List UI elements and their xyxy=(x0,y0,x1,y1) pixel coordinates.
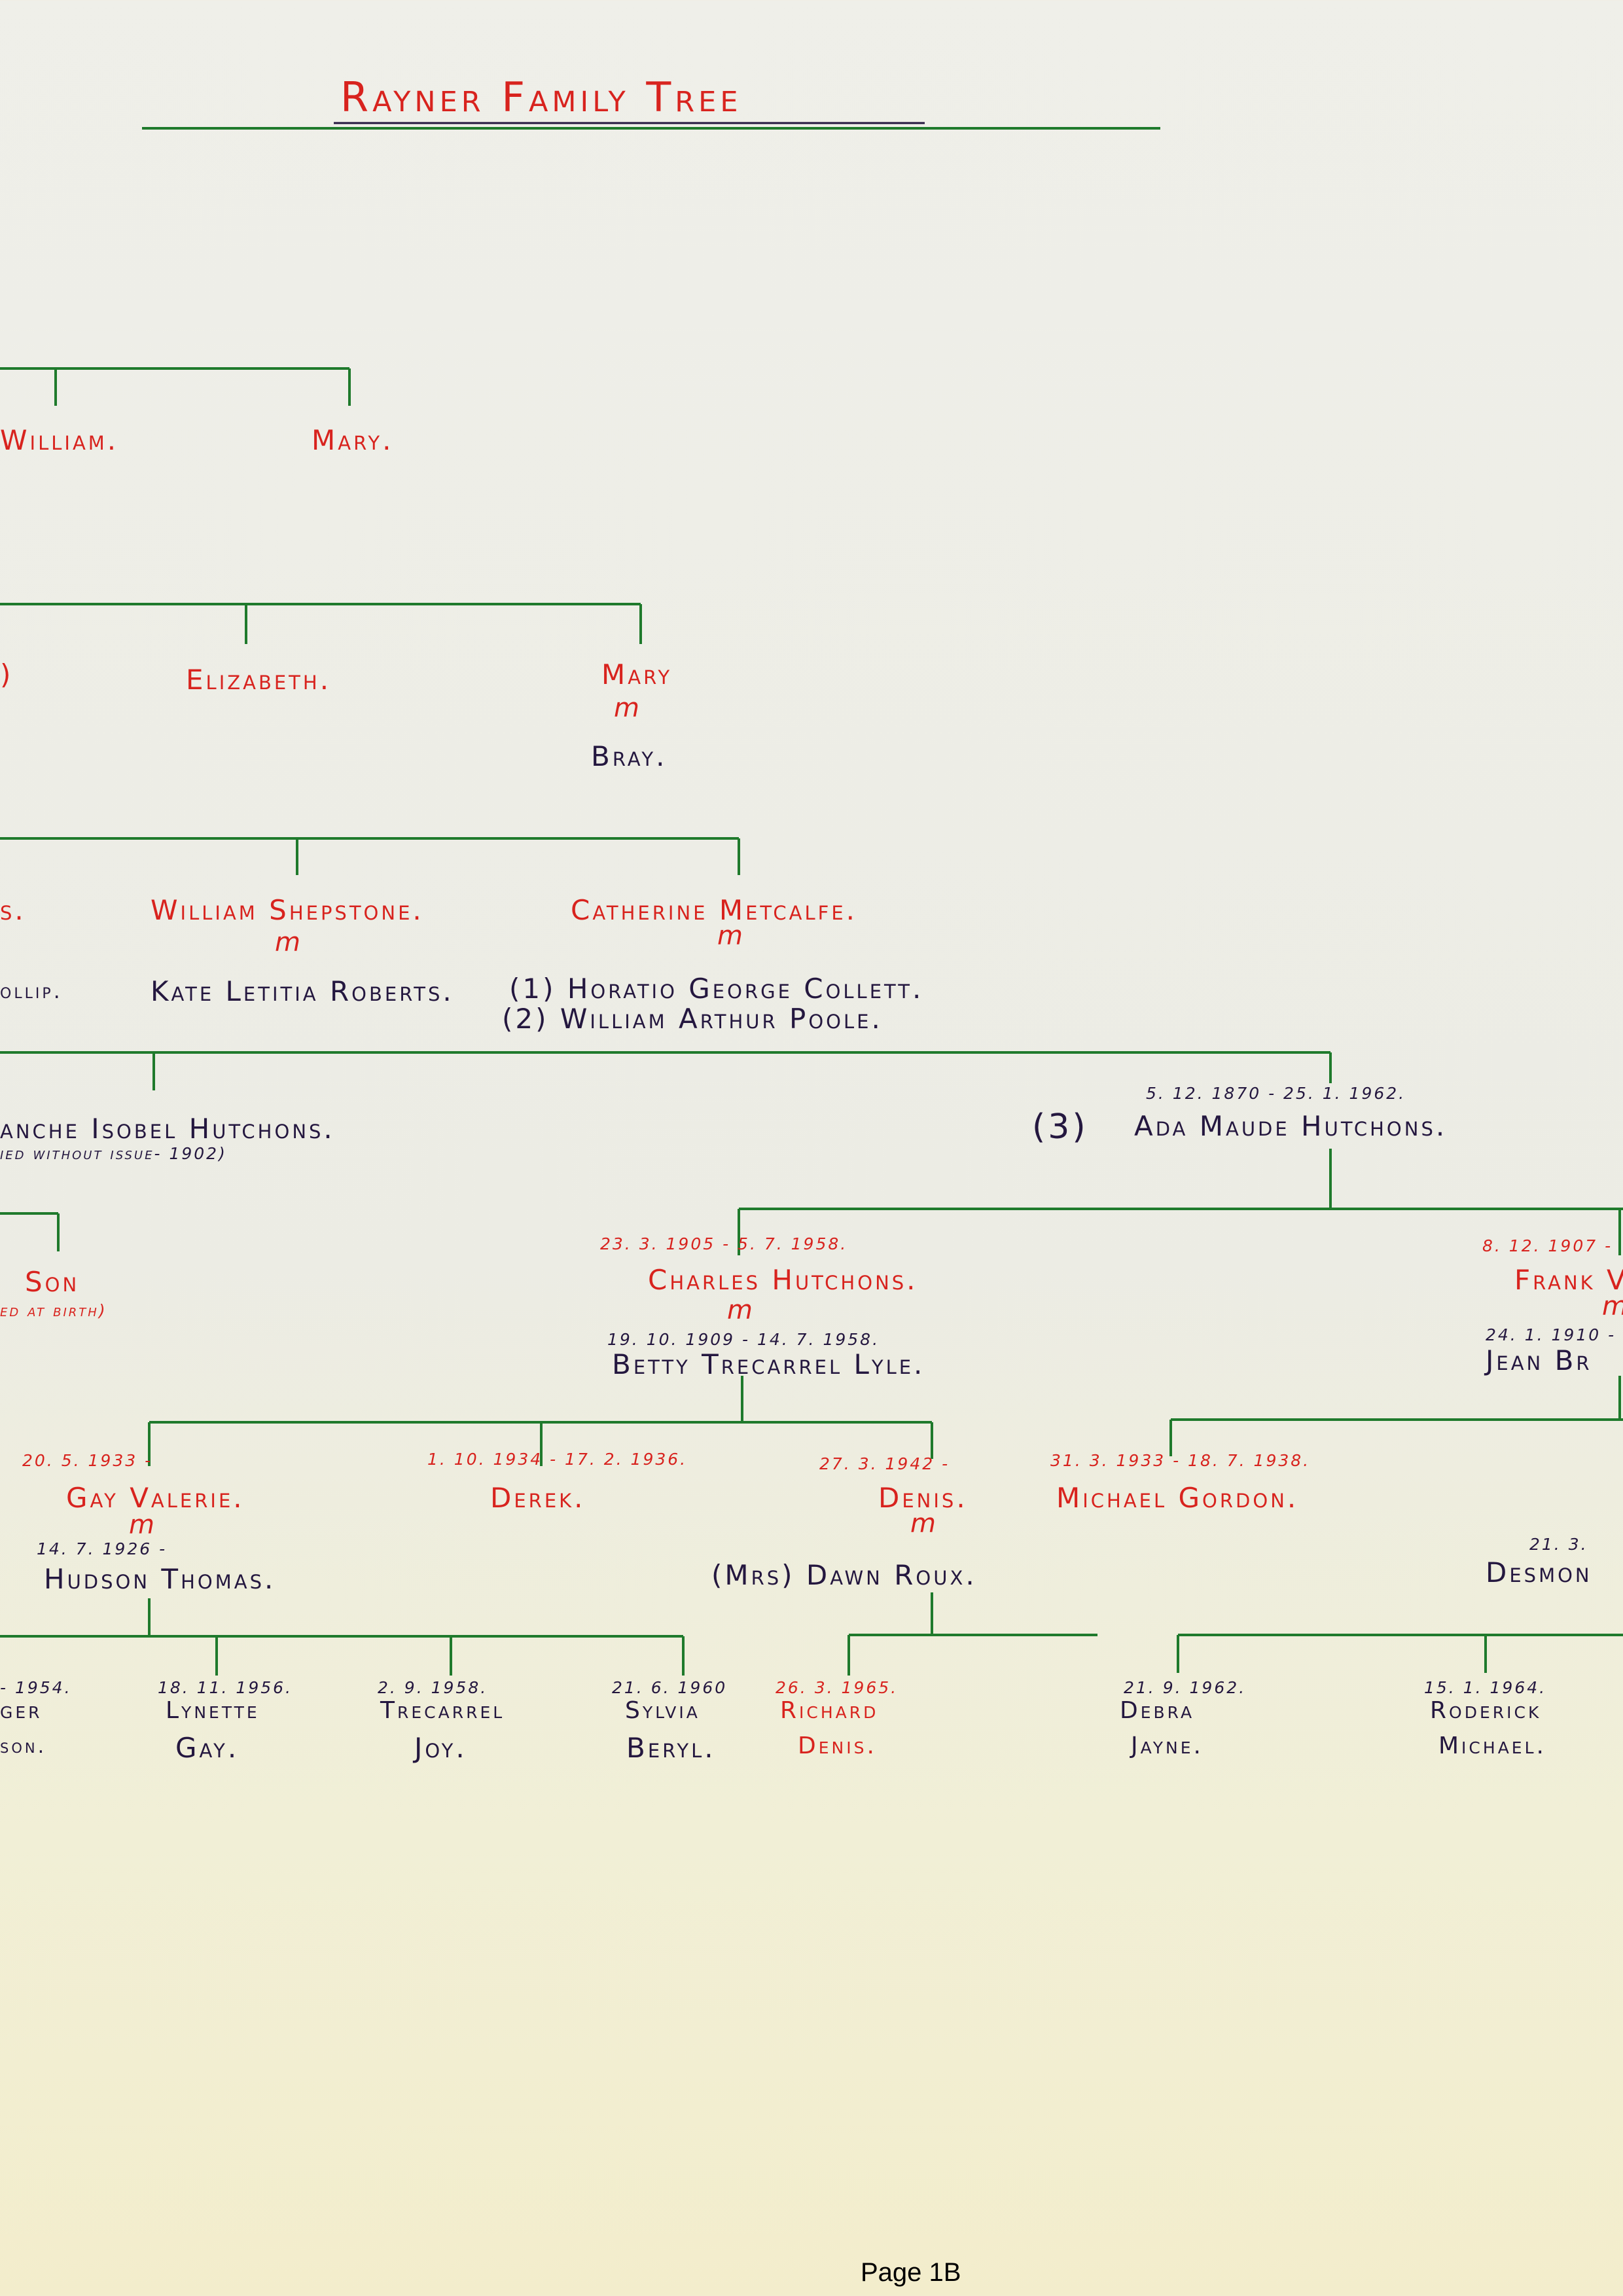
person-debra: Debra xyxy=(1120,1697,1195,1724)
person-roderick: Roderick xyxy=(1430,1697,1542,1724)
person-note: ed at birth) xyxy=(0,1301,107,1320)
person-name-line2: son. xyxy=(0,1735,47,1758)
person-horatio-george-collett: (1) Horatio George Collett. xyxy=(509,973,924,1005)
person-trecarrel: Trecarrel xyxy=(380,1697,505,1724)
person-elizabeth: Elizabeth. xyxy=(186,664,332,696)
life-dates: 20. 5. 1933 - xyxy=(22,1451,153,1470)
life-dates: 24. 1. 1910 - xyxy=(1486,1325,1616,1344)
marriage-number: (3) xyxy=(1032,1107,1088,1147)
page-title: Rayner Family Tree xyxy=(340,73,742,121)
person-blanche-isobel-hutchons: anche Isobel Hutchons. xyxy=(0,1113,335,1145)
life-dates: 19. 10. 1909 - 14. 7. 1958. xyxy=(607,1330,880,1349)
life-dates: 21. 6. 1960 xyxy=(612,1678,728,1697)
life-dates: 15. 1. 1964. xyxy=(1424,1678,1547,1697)
person-betty-trecarrel-lyle: Betty Trecarrel Lyle. xyxy=(612,1348,925,1380)
cut-text: ) xyxy=(0,658,14,691)
person-jean: Jean Br xyxy=(1486,1344,1592,1376)
person-frank: Frank V xyxy=(1514,1264,1623,1296)
person-hudson-thomas: Hudson Thomas. xyxy=(44,1563,276,1595)
life-dates: 14. 7. 1926 - xyxy=(37,1539,168,1558)
person-kate-letitia-roberts: Kate Letitia Roberts. xyxy=(151,975,454,1007)
person-bray: Bray. xyxy=(591,740,668,772)
person-gay-valerie: Gay Valerie. xyxy=(66,1482,245,1514)
married-mark: m xyxy=(727,1295,755,1325)
person-charles-hutchons: Charles Hutchons. xyxy=(648,1264,918,1296)
married-mark: m xyxy=(910,1509,938,1539)
life-dates: 21. 3. xyxy=(1529,1535,1588,1554)
life-dates: 2. 9. 1958. xyxy=(378,1678,488,1697)
person-lynette-middle: Gay. xyxy=(175,1732,240,1764)
person-roderick-middle: Michael. xyxy=(1438,1732,1546,1759)
life-dates: 27. 3. 1942 - xyxy=(819,1454,950,1473)
person-desmond: Desmon xyxy=(1486,1556,1592,1588)
person-mary: Mary xyxy=(601,658,673,691)
person-debra-middle: Jayne. xyxy=(1131,1732,1204,1759)
person-name-line1: ger xyxy=(0,1697,43,1724)
cut-text: ollip. xyxy=(0,978,63,1003)
person-lynette: Lynette xyxy=(166,1697,260,1724)
married-mark: m xyxy=(129,1510,157,1540)
life-dates: 31. 3. 1933 - 18. 7. 1938. xyxy=(1050,1451,1311,1470)
married-mark: m xyxy=(275,927,303,958)
person-william: William. xyxy=(0,424,119,456)
person-ada-maude-hutchons: Ada Maude Hutchons. xyxy=(1134,1110,1448,1142)
person-dawn-roux: (Mrs) Dawn Roux. xyxy=(711,1559,977,1591)
person-note: ied without issue- 1902) xyxy=(0,1144,227,1163)
life-dates: 21. 9. 1962. xyxy=(1124,1678,1247,1697)
life-dates: 23. 3. 1905 - 5. 7. 1958. xyxy=(600,1234,848,1253)
life-dates: 5. 12. 1870 - 25. 1. 1962. xyxy=(1146,1084,1406,1103)
person-richard-middle: Denis. xyxy=(798,1732,877,1759)
life-dates: - 1954. xyxy=(0,1678,72,1697)
person-richard: Richard xyxy=(780,1697,879,1724)
person-william-shepstone: William Shepstone. xyxy=(151,894,424,926)
person-sylvia-middle: Beryl. xyxy=(626,1732,716,1764)
life-dates: 18. 11. 1956. xyxy=(158,1678,293,1697)
person-mary: Mary. xyxy=(312,424,394,456)
cut-text: s. xyxy=(0,894,26,926)
married-mark: m xyxy=(614,693,642,723)
life-dates: 8. 12. 1907 - xyxy=(1482,1236,1613,1255)
life-dates: 26. 3. 1965. xyxy=(776,1678,899,1697)
person-derek: Derek. xyxy=(490,1482,586,1514)
person-catherine-metcalfe: Catherine Metcalfe. xyxy=(571,894,858,926)
married-mark: m xyxy=(717,921,745,951)
person-william-arthur-poole: (2) William Arthur Poole. xyxy=(502,1003,883,1035)
person-trecarrel-middle: Joy. xyxy=(414,1732,467,1764)
page-number: Page 1B xyxy=(861,2258,961,2287)
person-denis: Denis. xyxy=(878,1482,968,1514)
life-dates: 1. 10. 1934 - 17. 2. 1936. xyxy=(427,1450,688,1469)
person-son: Son xyxy=(25,1266,80,1298)
person-sylvia: Sylvia xyxy=(625,1697,700,1724)
person-michael-gordon: Michael Gordon. xyxy=(1056,1482,1299,1514)
married-mark: m xyxy=(1602,1293,1623,1319)
